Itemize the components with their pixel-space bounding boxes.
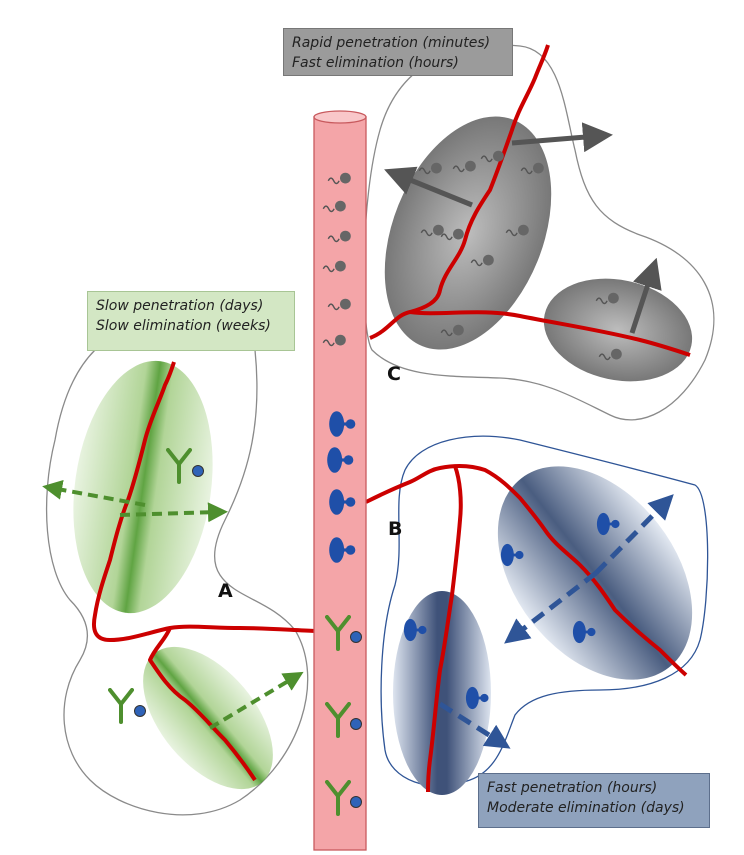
antibody-payload: [350, 631, 362, 643]
region-c-tissue: [363, 44, 715, 421]
region-b-penetration-text: Fast penetration (hours): [487, 780, 658, 796]
region-b-elimination-text: Moderate elimination (days): [487, 800, 685, 816]
region-c-letter: C: [387, 363, 401, 385]
region-a-small-zone: [143, 646, 273, 790]
diffusion-arrow-icon: [42, 479, 304, 730]
antibody-payload: [134, 705, 146, 717]
region-b-tissue: [365, 435, 709, 795]
blood-vessel: [313, 110, 367, 851]
region-c-small-zone: [543, 278, 693, 382]
capillary-c: [369, 44, 691, 357]
region-a-tissue: [42, 345, 316, 816]
antibody-payload: [350, 718, 362, 730]
region-c-label-box: Rapid penetration (minutes) Fast elimina…: [283, 28, 513, 76]
region-a-large-zone: [73, 360, 213, 614]
region-b-label-box: Fast penetration (hours) Moderate elimin…: [478, 773, 710, 828]
region-c-elimination-text: Fast elimination (hours): [292, 55, 459, 71]
capillary-a: [91, 361, 316, 782]
region-a-penetration-text: Slow penetration (days): [96, 298, 264, 314]
region-a-label-box: Slow penetration (days) Slow elimination…: [87, 291, 295, 351]
antibody-payload: [350, 796, 362, 808]
capillary-b: [365, 463, 688, 793]
diffusion-arrow-icon: [438, 494, 674, 749]
region-c-penetration-text: Rapid penetration (minutes): [292, 35, 491, 51]
region-a-letter: A: [218, 580, 233, 602]
diffusion-arrow-icon: [384, 122, 662, 334]
region-b-letter: B: [388, 518, 403, 540]
vessel-antibodies: [325, 615, 362, 816]
region-a-antibodies: [108, 448, 204, 724]
region-a-elimination-text: Slow elimination (weeks): [96, 318, 271, 334]
antibody-payload: [192, 465, 204, 477]
region-b-small-zone: [393, 591, 491, 795]
